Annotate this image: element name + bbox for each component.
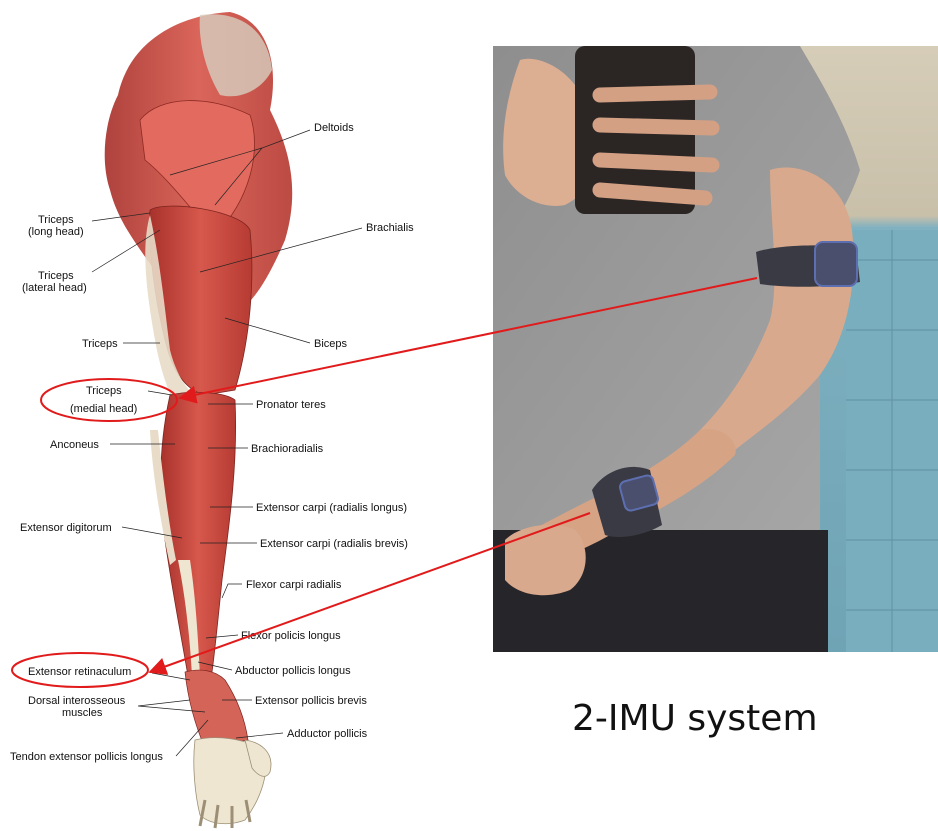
label-flexor-pollicis-longus: Flexor policis longus <box>241 630 341 642</box>
extensor-retinaculum-leader <box>152 673 190 680</box>
label-brachialis: Brachialis <box>366 222 414 234</box>
label-brachioradialis: Brachioradialis <box>251 443 324 455</box>
wrist-region <box>185 670 248 748</box>
label-triceps-medial-sub: (medial head) <box>70 403 137 415</box>
label-extensor-retinaculum: Extensor retinaculum <box>28 666 131 678</box>
label-tendon-ext-pollicis-longus: Tendon extensor pollicis longus <box>10 751 163 763</box>
imu-armband-icon <box>815 242 857 286</box>
label-triceps-long-sub: (long head) <box>28 226 84 238</box>
label-dorsal-interosseous: Dorsal interosseous <box>28 695 126 707</box>
lower-hand <box>505 525 586 595</box>
label-ext-carpi-longus: Extensor carpi (radialis longus) <box>256 502 407 514</box>
label-pronator-teres: Pronator teres <box>256 399 326 411</box>
label-triceps-lateral: Triceps <box>38 270 74 282</box>
label-abductor-pollicis-longus: Abductor pollicis longus <box>235 665 351 677</box>
label-triceps: Triceps <box>82 338 118 350</box>
label-extensor-digitorum: Extensor digitorum <box>20 522 112 534</box>
label-deltoids: Deltoids <box>314 122 354 134</box>
label-flexor-carpi-radialis: Flexor carpi radialis <box>246 579 342 591</box>
label-triceps-medial: Triceps <box>86 385 122 397</box>
label-biceps: Biceps <box>314 338 348 350</box>
label-ext-carpi-brevis: Extensor carpi (radialis brevis) <box>260 538 408 550</box>
label-ext-pollicis-brevis: Extensor pollicis brevis <box>255 695 367 707</box>
mirror-photo <box>493 46 938 652</box>
label-adductor-pollicis: Adductor pollicis <box>287 728 368 740</box>
triceps-medial-leader <box>148 391 172 395</box>
flexor-carpi-leader <box>222 584 242 598</box>
label-anconeus: Anconeus <box>50 439 99 451</box>
label-triceps-long: Triceps <box>38 214 74 226</box>
label-triceps-lateral-sub: (lateral head) <box>22 282 87 294</box>
label-dorsal-interosseous-sub: muscles <box>62 707 103 719</box>
figure-caption: 2-IMU system <box>572 698 818 739</box>
forearm-muscles <box>161 392 236 676</box>
